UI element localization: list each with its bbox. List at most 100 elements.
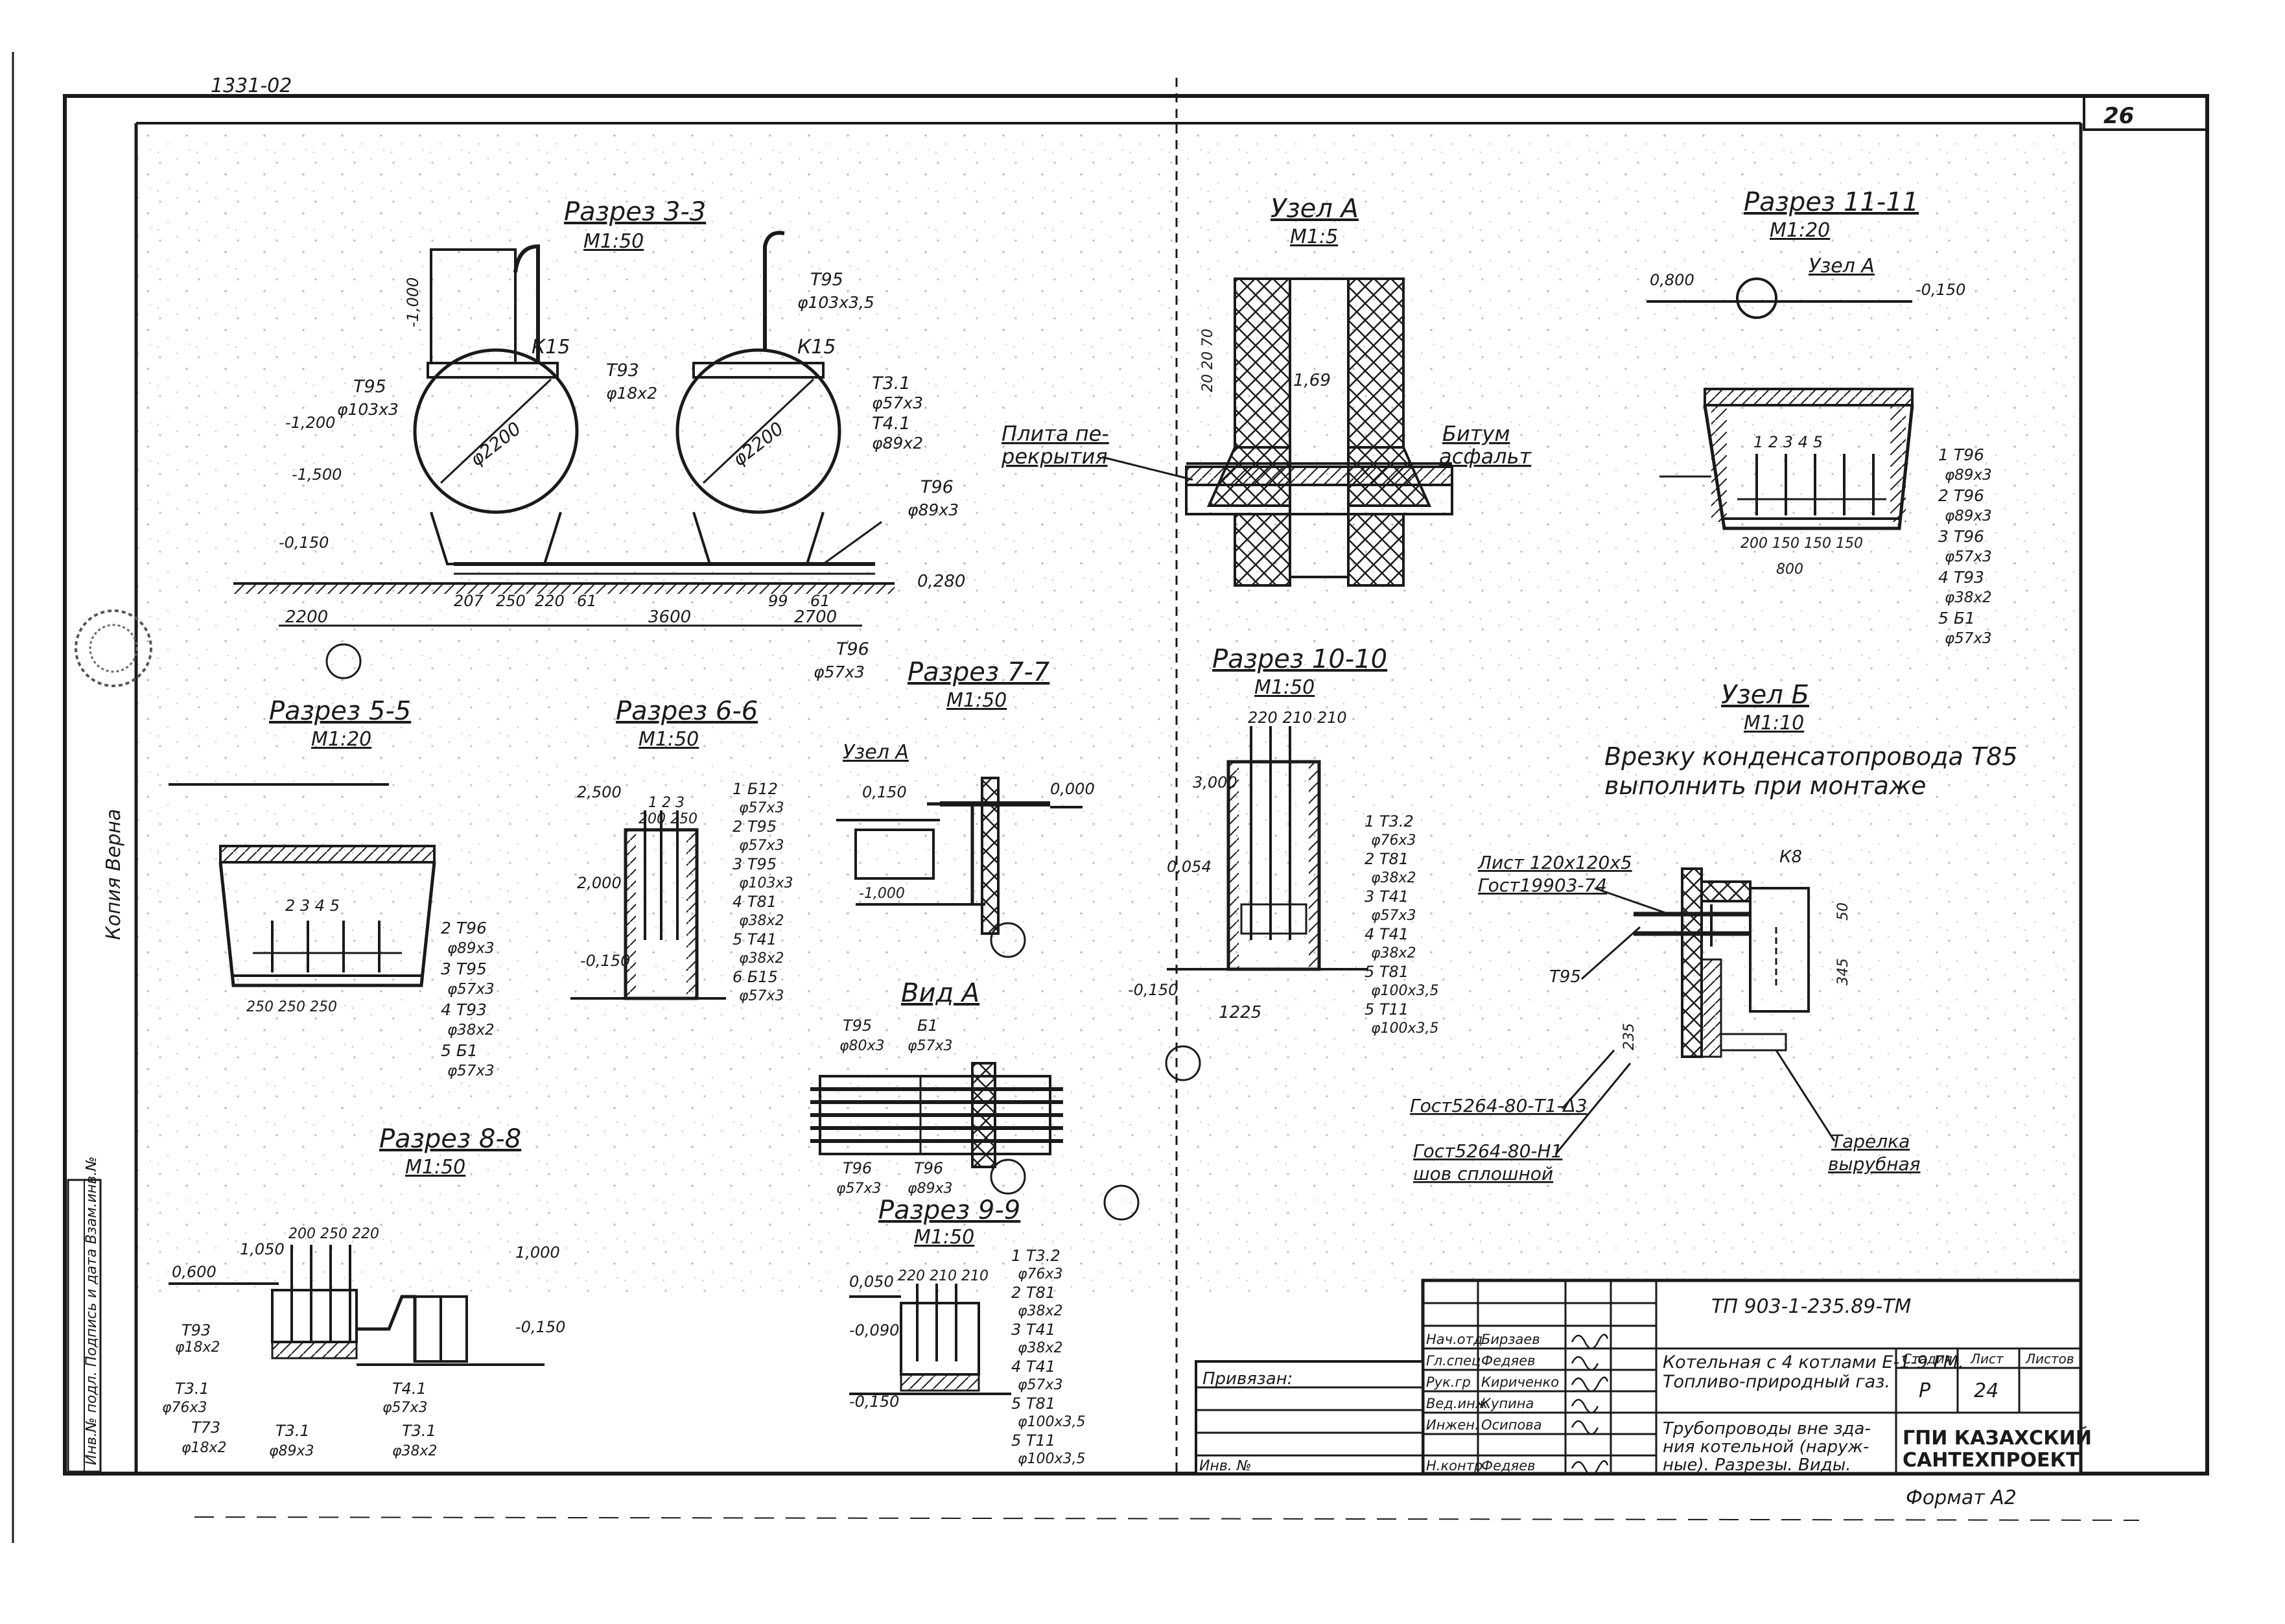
pipe-spec: φ89х3 [269, 1443, 314, 1459]
margin-stamp: Инв.№ подл. Подпись и дата Взам.инв.№ [67, 1157, 102, 1473]
dimension: 200 150 150 150 [1740, 535, 1863, 552]
pipe-spec: 4 Т93 [1938, 568, 1984, 587]
inv-label: Инв. № [1199, 1458, 1252, 1474]
pipe-spec: φ89х2 [872, 434, 923, 453]
sheet-title-1: Трубопроводы вне зда- [1663, 1419, 1871, 1439]
pipe-spec: Т95 [843, 1017, 872, 1035]
pipe-spec: φ89х3 [1945, 508, 1992, 524]
pipe-spec: 2 Т96 [1938, 486, 1984, 505]
pipe-spec: Т3.1 [175, 1380, 209, 1398]
elevation-mark: 2,000 [577, 874, 622, 892]
elevation-mark: -0,150 [580, 952, 630, 970]
dimension: 250 250 250 [246, 999, 337, 1015]
dimension: 207 [454, 592, 484, 610]
dimension: 800 [1776, 561, 1803, 578]
top-left-code: 1331-02 [211, 75, 292, 97]
section-8-8: Разрез 8-8 М1:50 200 250 220 0,600 1,050… [162, 1124, 565, 1459]
elevation-mark: 2,500 [577, 783, 622, 801]
pipe-spec: φ57х3 [447, 1063, 495, 1079]
section-7-7-scale: М1:50 [946, 689, 1007, 712]
section-3-3-scale: М1:50 [583, 230, 644, 253]
gost-19903: Гост19903-74 [1478, 875, 1607, 896]
section-11-11-title: Разрез 11-11 [1744, 187, 1919, 217]
pipe-spec: φ57х3 [908, 1038, 953, 1054]
margin-stamp-text: Инв.№ подл. Подпись и дата Взам.инв.№ [84, 1157, 100, 1465]
pipe-spec: φ76х3 [162, 1400, 207, 1416]
pipe-spec: Т95 [810, 270, 843, 290]
paper-noise [136, 130, 2081, 1297]
elevation-mark: -0,150 [279, 534, 329, 552]
pipe-spec: 4 Т81 [732, 893, 777, 911]
dimension: 235 [1621, 1023, 1637, 1050]
pipe-spec: 5 Т81 [1365, 963, 1409, 981]
elevation-mark: 0,600 [172, 1263, 217, 1281]
pipe-spec: φ38х2 [739, 950, 784, 967]
tank-1-diameter [439, 378, 552, 484]
pipe-spec: φ38х2 [447, 1022, 495, 1039]
pipe-spec: φ57х3 [739, 800, 784, 816]
sheet-title-2: ния котельной (наруж- [1663, 1437, 1869, 1457]
dimension: 200 250 [639, 811, 697, 827]
section-9-9-title: Разрез 9-9 [878, 1195, 1020, 1225]
pipe-spec: φ38х2 [1018, 1303, 1063, 1319]
axis-marker-icon [990, 922, 1026, 958]
tank-k15: К15 [797, 336, 836, 359]
pipe-spec: φ100х3,5 [1018, 1451, 1086, 1467]
pipe-spec: 4 Т93 [441, 1000, 487, 1019]
dimension: 220 [535, 592, 565, 610]
pipe-spec: φ89х3 [1945, 467, 1992, 484]
dimension: 220 210 210 [898, 1268, 989, 1284]
pipe-spec: φ89х3 [908, 500, 959, 519]
section-7-7: Разрез 7-7 М1:50 Узел А 0,150 0,000 -1,0… [836, 657, 1095, 958]
axis-marker-icon [990, 1159, 1026, 1195]
elevation-mark: -1,500 [292, 465, 342, 484]
node-a-ref: Узел А [1809, 255, 1875, 277]
pipe-spec: 3 Т41 [1011, 1321, 1055, 1339]
bitum-label-2: асфальт [1439, 444, 1532, 469]
sheets-label: Листов [2025, 1351, 2074, 1367]
elevation-mark: -1,000 [404, 277, 422, 327]
pipe-spec: φ38х2 [1371, 945, 1416, 961]
elevation-mark: -0,150 [1916, 281, 1965, 299]
dimension: 220 210 210 [1248, 709, 1347, 727]
section-11-11: Разрез 11-11 М1:20 Узел А 0,800 -0,150 1… [1646, 187, 1992, 647]
pipe-spec: 1 Т3.2 [1011, 1247, 1060, 1265]
elevation-mark: 0,800 [1650, 271, 1694, 289]
pipe-spec: 2 Т81 [1011, 1284, 1055, 1302]
pipe-spec: φ57х3 [836, 1181, 882, 1197]
doc-code: ТП 903-1-235.89-ТМ [1711, 1295, 1912, 1318]
dimension: 50 [1835, 902, 1851, 921]
section-10-10-scale: М1:50 [1254, 676, 1315, 699]
sheet-title-3: ные). Разрезы. Виды. [1663, 1455, 1851, 1475]
section-10-10-title: Разрез 10-10 [1212, 644, 1387, 674]
elevation-mark: 0,050 [849, 1273, 894, 1291]
dimension: 61 [810, 592, 830, 610]
signatures [1571, 1334, 1609, 1476]
sheet-frame [12, 52, 2209, 1543]
pipe-spec: 1 Т96 [1938, 445, 1984, 464]
tank-2-vent [763, 231, 785, 350]
node-a-ref-2: Узел А [843, 741, 909, 764]
plate-label: Плита пе- [1002, 421, 1109, 446]
node-a: Узел А М1:5 1,69 Плита пе- рекрытия Биту… [1001, 194, 1532, 587]
view-a: Вид А Т95 φ80х3 Б1 φ57х3 Т96 φ57х3 Т96 φ… [810, 978, 1140, 1221]
bitum-label: Битум [1442, 421, 1510, 446]
role-name: Кириченко [1481, 1374, 1559, 1390]
section-6-6: Разрез 6-6 М1:50 1 2 3 200 250 2,500 2,0… [570, 696, 793, 1004]
elevation-mark: 0,150 [862, 783, 907, 801]
pipe-stubs [1737, 454, 1886, 515]
pipe-spec: φ57х3 [1945, 548, 1992, 565]
pipe-spec: 2 Т81 [1365, 850, 1409, 868]
tarelka-label: Тарелка [1831, 1131, 1910, 1152]
note-line-1: Врезку конденсатопровода Т85 [1604, 742, 2017, 771]
section-3-3: Разрез 3-3 М1:50 φ2200 φ2200 К15 К15 Т95… [233, 197, 965, 681]
pipe-spec: Б1 [917, 1017, 938, 1035]
role-name: Бирзаев [1481, 1332, 1540, 1347]
elevation-mark: 0,000 [1050, 780, 1095, 798]
pipe-spec: φ57х3 [739, 988, 784, 1004]
pipe-spec: Т3.1 [402, 1422, 436, 1440]
pipe-spec: φ57х3 [1371, 908, 1416, 924]
stage-label: Стадия [1903, 1351, 1952, 1367]
pipe-spec: φ100х3,5 [1371, 1020, 1439, 1037]
